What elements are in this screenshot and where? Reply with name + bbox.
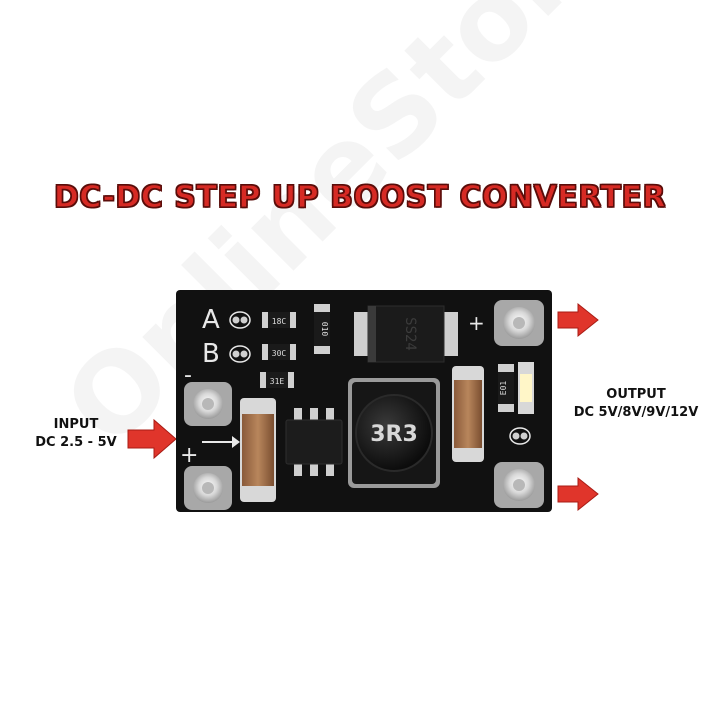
silkscreen-b: B	[202, 339, 220, 369]
resistor-18c: 18C	[262, 312, 296, 328]
output-pad-plus	[494, 300, 544, 346]
input-label-line2: DC 2.5 - 5V	[35, 435, 117, 450]
output-arrow-bottom-icon	[557, 476, 599, 512]
resistor-31e: 31E	[260, 372, 294, 388]
silkscreen-plus-input: +	[180, 443, 198, 468]
input-label-line1: INPUT	[53, 417, 99, 432]
silkscreen-a: A	[202, 305, 220, 335]
pcb-board: A B - + + 18C 30C 31E 010	[176, 290, 552, 512]
jumper-a	[229, 311, 251, 329]
input-pad-minus	[184, 382, 232, 426]
input-arrow-icon	[127, 418, 177, 460]
silkscreen-plus-output: +	[468, 311, 485, 335]
diode-ss24: SS24	[354, 305, 458, 363]
input-pad-plus	[184, 466, 232, 510]
indicator-led	[518, 362, 534, 414]
svg-text:30C: 30C	[272, 349, 287, 358]
output-capacitor	[452, 366, 484, 462]
output-pad-minus	[494, 462, 544, 508]
svg-text:31E: 31E	[270, 377, 285, 386]
silkscreen-minus: -	[184, 363, 192, 388]
page-title: DC-DC STEP UP BOOST CONVERTER	[53, 179, 667, 215]
silkscreen-arrow-icon	[202, 436, 240, 448]
svg-text:010: 010	[320, 322, 329, 337]
output-label-line1: OUTPUT	[606, 387, 666, 402]
svg-text:SS24: SS24	[402, 317, 418, 351]
jumper-output	[509, 427, 531, 445]
svg-text:18C: 18C	[272, 317, 287, 326]
resistor-30c: 30C	[262, 344, 296, 360]
jumper-b	[229, 345, 251, 363]
inductor-3r3: 3R3	[348, 378, 440, 488]
resistor-010: 010	[314, 304, 330, 354]
input-capacitor	[240, 398, 276, 502]
resistor-e01: E01	[498, 364, 514, 412]
output-arrow-top-icon	[557, 302, 599, 338]
output-label: OUTPUT DC 5V/8V/9V/12V	[556, 386, 716, 422]
svg-text:3R3: 3R3	[370, 422, 418, 447]
svg-text:E01: E01	[499, 381, 508, 396]
input-label: INPUT DC 2.5 - 5V	[16, 416, 136, 452]
boost-ic	[285, 408, 343, 476]
output-label-line2: DC 5V/8V/9V/12V	[573, 405, 699, 420]
